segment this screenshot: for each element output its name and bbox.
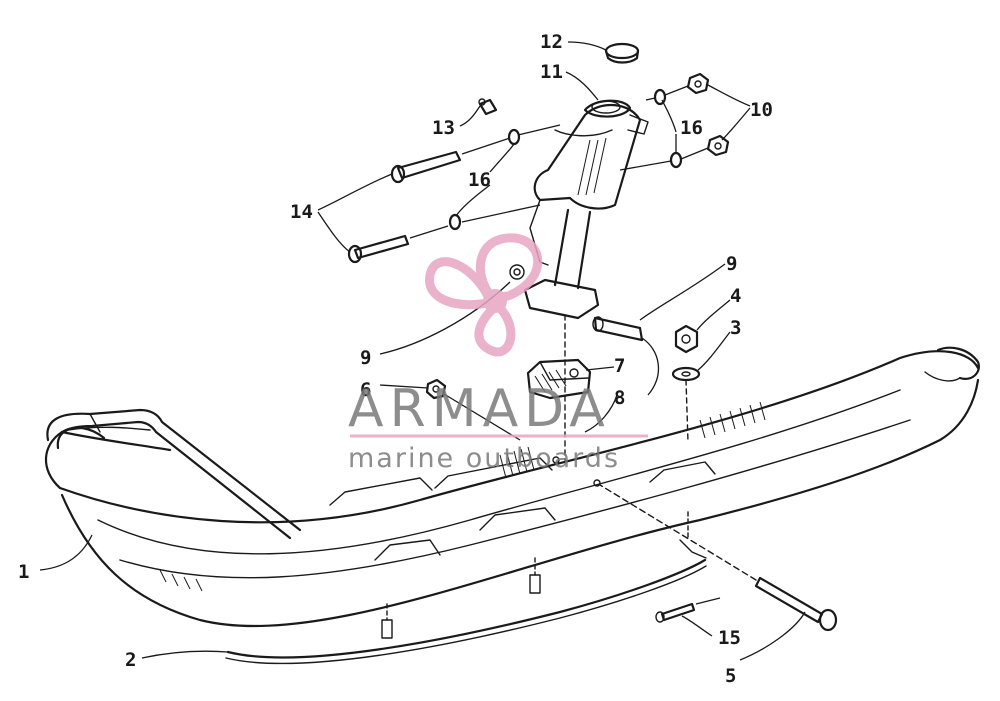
watermark-brand: ARMADA [348,379,611,439]
ski-handle [46,408,302,540]
callout-15: 15 [718,627,741,649]
callout-7: 7 [614,355,625,377]
watermark: ARMADA marine outboards [348,233,648,474]
callout-9-left: 9 [360,347,371,369]
screw-15 [655,597,721,623]
propeller-logo [425,233,543,357]
callout-1: 1 [18,561,29,583]
callout-5: 5 [725,665,736,687]
callout-12: 12 [540,31,563,53]
callout-4: 4 [730,285,741,307]
spindle-housing [509,99,649,461]
callout-labels: 1 2 3 4 5 6 7 8 9 9 10 11 12 13 14 15 16… [18,31,773,687]
callout-8: 8 [614,387,625,409]
callout-9-right: 9 [726,253,737,275]
callout-10: 10 [750,99,773,121]
nut-4-washer-3 [671,324,701,443]
ski-runner [225,511,707,665]
bolt-5 [599,484,838,632]
hardware-left [347,98,561,264]
hardware-top-right [619,72,730,171]
callout-3: 3 [730,317,741,339]
callout-2: 2 [125,649,136,671]
callout-14: 14 [290,201,313,223]
ski-body [44,346,980,628]
callout-6: 6 [360,379,371,401]
ski-shading [159,401,766,592]
cap [604,42,640,64]
pin [592,316,660,396]
callout-13: 13 [432,117,455,139]
callout-11: 11 [540,61,563,83]
callout-16-right: 16 [680,117,703,139]
propeller-blade-bottom [474,301,516,357]
propeller-blade-top [475,233,543,303]
nut-6 [425,378,521,441]
propeller-blade-left [425,257,497,310]
watermark-tagline: marine outboards [348,443,620,474]
propeller-hub [483,289,507,313]
saddle-block [526,358,592,400]
callout-16-left: 16 [468,169,491,191]
